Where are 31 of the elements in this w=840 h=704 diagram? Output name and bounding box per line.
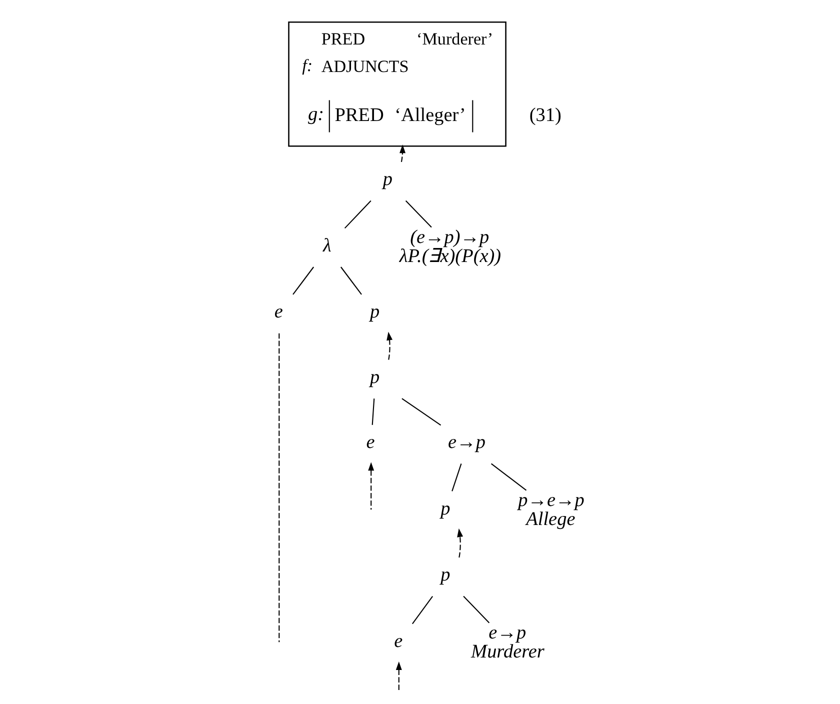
node-text: e→p <box>448 432 486 453</box>
node-text: g: PRED ‘Alleger’ <box>308 103 466 126</box>
connector <box>292 266 314 294</box>
connector <box>372 398 375 424</box>
connector <box>344 200 372 228</box>
label: (31) <box>529 104 562 126</box>
node-text: p <box>370 366 380 388</box>
node-text: p <box>382 168 392 190</box>
node-text: (e→p)→p λP.(∃x)(P(x)) <box>399 226 502 267</box>
connector <box>405 200 432 228</box>
arrow <box>386 331 393 360</box>
connector <box>278 332 280 642</box>
connector <box>402 398 442 426</box>
node-text: e <box>274 301 283 322</box>
connector <box>412 595 433 624</box>
connector <box>452 463 462 491</box>
connector <box>340 266 362 294</box>
arrow <box>457 528 464 558</box>
node-text: p→e→p Allege <box>518 489 584 530</box>
arrow <box>396 660 402 690</box>
node-text: p <box>440 498 450 519</box>
node-text: p <box>370 301 380 322</box>
node-text: λ <box>322 234 332 256</box>
node-text: e <box>366 432 375 453</box>
arrow <box>368 462 374 510</box>
connector <box>490 462 527 490</box>
connector <box>463 595 490 623</box>
node-text: e→p Murderer <box>471 622 544 662</box>
node-text: e <box>394 630 403 652</box>
node-text: p <box>440 564 450 586</box>
arrow <box>400 144 406 162</box>
